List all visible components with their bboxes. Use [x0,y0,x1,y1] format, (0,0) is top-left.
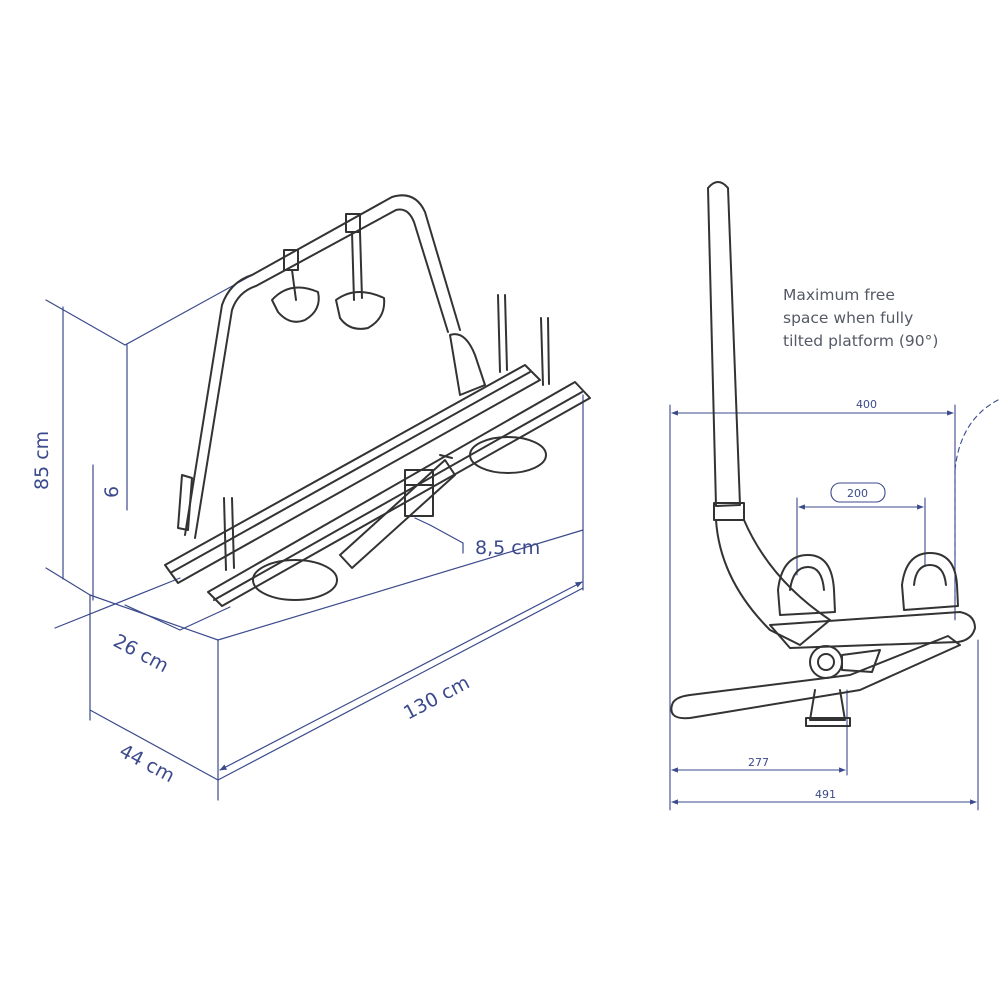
wheel-spacing-dimension-label: 200 [847,487,868,500]
isometric-carrier-view: 85 cm 6 8,5 cm 26 cm 130 cm 44 cm [31,194,591,801]
mount-depth-dimension-label: 8,5 cm [475,537,540,559]
mount-offset-dimension-label: 277 [748,756,769,769]
depth-dimension-label: 44 cm [116,740,179,787]
wheel-spacing-label-box [830,482,886,503]
side-dimension-lines [669,399,999,811]
height-dimension-label: 85 cm [31,431,53,490]
note-line-1: Maximum free [783,286,895,304]
overall-width-dimension-label: 491 [815,788,836,801]
offset-dimension-label: 6 [101,486,123,498]
note-line-3: tilted platform (90°) [783,332,939,350]
side-profile-view: 400 200 277 491 [669,181,999,811]
carrier-frame [164,194,591,607]
note-line-2: space when fully [783,309,914,327]
dimension-box [45,267,584,801]
carrier-side-profile [670,181,976,727]
length-dimension-label: 130 cm [400,672,473,725]
tilted-width-dimension-label: 400 [856,398,877,411]
rail-width-dimension-label: 26 cm [110,630,173,677]
free-space-note: Maximum free space when fully tilted pla… [783,284,983,353]
